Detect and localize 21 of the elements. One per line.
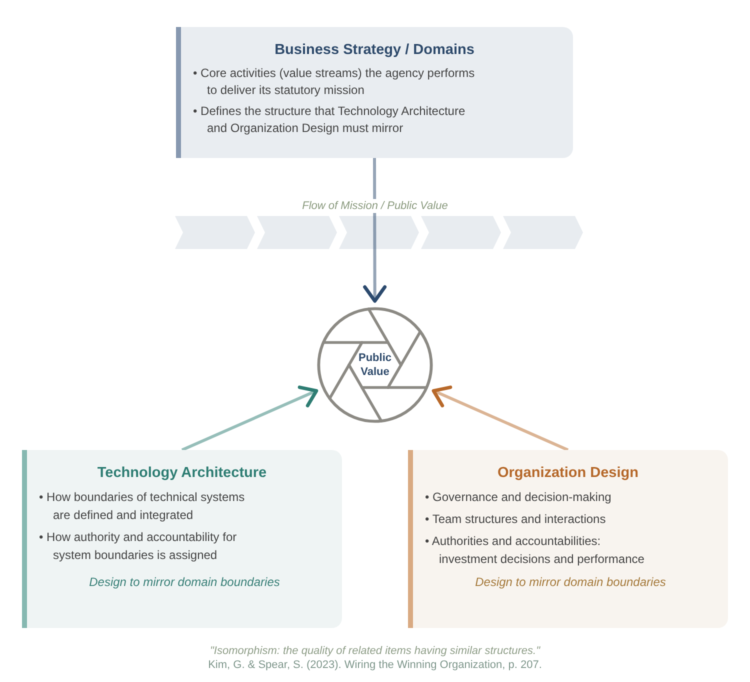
citation-text: Kim, G. & Spear, S. (2023). Wiring the Winning Organization, p. 207. (208, 658, 542, 672)
bullet-text: • Core activities (value streams) the agency performs to deliver its statutory mission (193, 65, 476, 99)
bullet-text: • Authorities and accountabilities: investment decisions and performance (425, 533, 646, 568)
card-title: Business Strategy / Domains (274, 41, 476, 59)
card-title: Organization Design (496, 464, 640, 482)
info-card (176, 27, 573, 158)
bullet-text: • How boundaries of technical systems are defined and integrated (39, 489, 246, 524)
bullet-text: • Team structures and interactions (425, 511, 607, 528)
note-text: Design to mirror domain boundaries (474, 574, 667, 590)
info-card (22, 450, 342, 628)
arrow (363, 158, 387, 303)
info-card (408, 450, 728, 628)
bullet-text: • How authority and accountability for system boundaries is assigned (39, 529, 238, 564)
node-label: Public Value (357, 351, 392, 379)
arrow (181, 386, 318, 452)
card-title: Technology Architecture (96, 464, 268, 482)
note-text: Design to mirror domain boundaries (88, 574, 281, 590)
quote-text: "Isomorphism: the quality of related items having similar structures." (210, 644, 540, 658)
bullet-text: • Governance and decision-making (425, 489, 612, 506)
arrow (432, 386, 569, 452)
bullet-text: • Defines the structure that Technology Architecture and Organization Design must mirror (193, 103, 466, 137)
